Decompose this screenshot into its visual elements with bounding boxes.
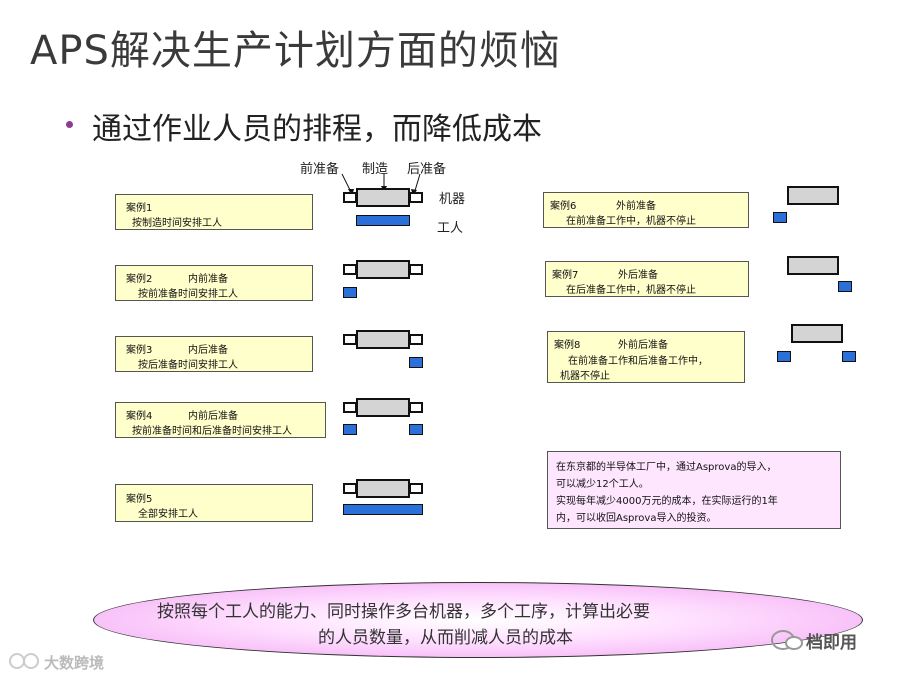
slide-title: APS解决生产计划方面的烦恼	[30, 28, 561, 74]
machine-block	[787, 186, 839, 205]
legend-make-label: 制造	[362, 162, 389, 177]
conclusion-line-2: 的人员数量，从而削减人员的成本	[318, 628, 573, 648]
machine-block	[791, 324, 843, 343]
case-3-box: 案例3 内后准备 按后准备时间安排工人	[115, 336, 313, 372]
case-1-id: 案例1	[126, 203, 153, 214]
case-1-box: 案例1 按制造时间安排工人	[115, 194, 313, 230]
case-8-box: 案例8 外前后准备 在前准备工作和后准备工作中， 机器不停止	[547, 331, 745, 383]
watermark-logo-icon	[9, 653, 39, 669]
machine-block	[356, 260, 410, 279]
legend-post-label: 后准备	[407, 162, 447, 177]
machine-pre-block	[343, 334, 357, 345]
worker-bar	[773, 212, 787, 223]
machine-post-block	[409, 334, 423, 345]
worker-bar	[842, 351, 856, 362]
machine-block	[356, 398, 410, 417]
case-7-kind: 外后准备	[618, 270, 658, 281]
case-6-id: 案例6	[550, 201, 577, 212]
case-5-box: 案例5 全部安排工人	[115, 484, 313, 522]
worker-bar	[409, 357, 423, 368]
machine-pre-block	[343, 402, 357, 413]
case-2-id: 案例2	[126, 274, 153, 285]
machine-pre-block	[343, 192, 357, 203]
case-3-id: 案例3	[126, 345, 153, 356]
case-7-box: 案例7 外后准备 在后准备工作中，机器不停止	[545, 261, 749, 297]
case-3-kind: 内后准备	[188, 345, 228, 356]
machine-block	[356, 330, 410, 349]
case-7-desc: 在后准备工作中，机器不停止	[566, 285, 696, 296]
machine-post-block	[409, 483, 423, 494]
result-note-box: 在东京都的半导体工厂中，通过Asprova的导入， 可以减少12个工人。 实现每…	[547, 451, 841, 529]
legend-machine-label: 机器	[439, 192, 466, 207]
worker-bar	[777, 351, 791, 362]
machine-pre-block	[343, 483, 357, 494]
machine-post-block	[409, 264, 423, 275]
worker-bar	[356, 215, 410, 226]
note-line-3: 实现每年减少4000万元的成本，在实际运行的1年	[556, 496, 778, 507]
wechat-icon	[771, 630, 803, 650]
conclusion-line-1: 按照每个工人的能力、同时操作多台机器，多个工序，计算出必要	[157, 602, 650, 622]
worker-bar	[343, 424, 357, 435]
case-5-desc: 全部安排工人	[138, 509, 198, 520]
case-2-kind: 内前准备	[188, 274, 228, 285]
case-8-desc: 在前准备工作和后准备工作中，	[568, 356, 708, 367]
case-5-id: 案例5	[126, 494, 153, 505]
note-line-1: 在东京都的半导体工厂中，通过Asprova的导入，	[556, 462, 777, 473]
case-4-id: 案例4	[126, 411, 153, 422]
worker-bar	[409, 424, 423, 435]
conclusion-ellipse	[93, 582, 863, 658]
bullet-dot	[66, 121, 73, 128]
note-line-2: 可以减少12个工人。	[556, 479, 649, 490]
case-8-kind: 外前后准备	[618, 340, 668, 351]
machine-pre-block	[343, 264, 357, 275]
watermark-right: 档即用	[806, 633, 857, 653]
machine-block	[787, 256, 839, 275]
case-6-kind: 外前准备	[616, 201, 656, 212]
case-2-desc: 按前准备时间安排工人	[138, 289, 238, 300]
legend-worker-label: 工人	[437, 221, 464, 236]
worker-bar	[343, 287, 357, 298]
case-7-id: 案例7	[552, 270, 579, 281]
case-6-box: 案例6 外前准备 在前准备工作中，机器不停止	[543, 192, 749, 228]
note-line-4: 内，可以收回Asprova导入的投资。	[556, 513, 717, 524]
case-4-desc: 按前准备时间和后准备时间安排工人	[132, 426, 292, 437]
machine-post-block	[409, 402, 423, 413]
case-4-kind: 内前后准备	[188, 411, 238, 422]
machine-post-block	[409, 192, 423, 203]
worker-bar	[343, 504, 423, 515]
case-1-desc: 按制造时间安排工人	[132, 218, 222, 229]
case-2-box: 案例2 内前准备 按前准备时间安排工人	[115, 265, 313, 301]
case-4-box: 案例4 内前后准备 按前准备时间和后准备时间安排工人	[115, 402, 326, 438]
legend-pre-label: 前准备	[300, 162, 340, 177]
case-8-id: 案例8	[554, 340, 581, 351]
bullet-text: 通过作业人员的排程，而降低成本	[92, 112, 542, 147]
worker-bar	[838, 281, 852, 292]
machine-block	[356, 188, 410, 207]
case-8-desc2: 机器不停止	[560, 371, 610, 382]
watermark-left: 大数跨境	[44, 654, 105, 672]
case-3-desc: 按后准备时间安排工人	[138, 360, 238, 371]
machine-block	[356, 479, 410, 498]
case-6-desc: 在前准备工作中，机器不停止	[566, 216, 696, 227]
